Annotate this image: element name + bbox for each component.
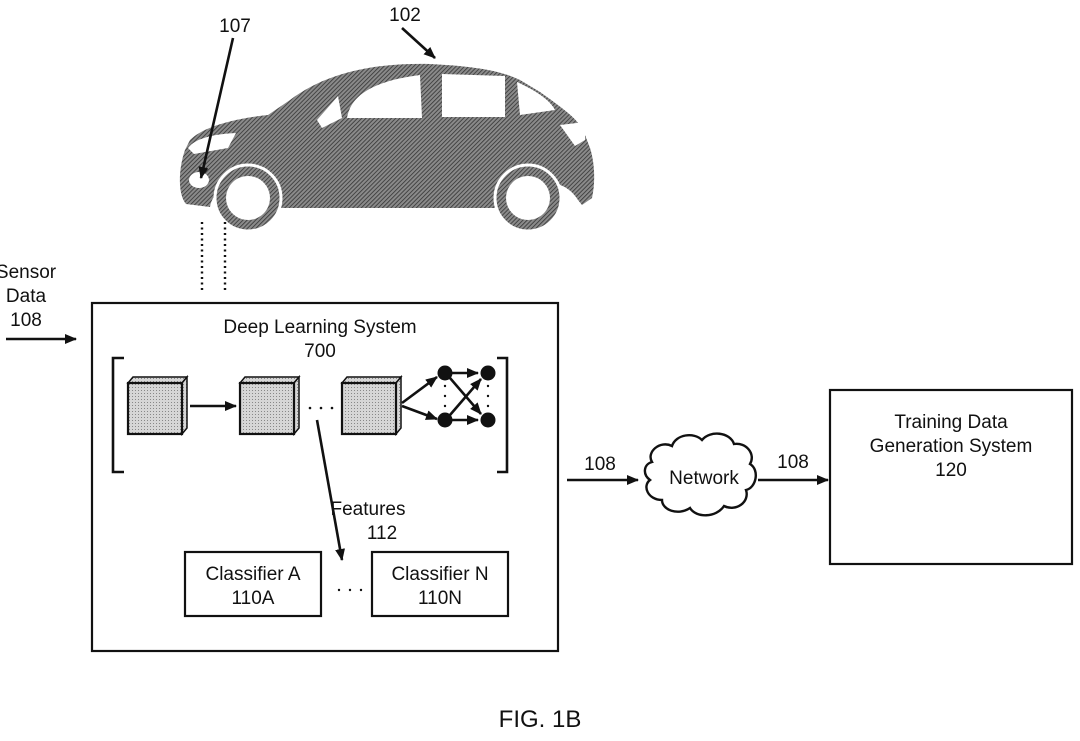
classifier-n-name: Classifier N — [391, 564, 488, 585]
sensor-ref-label: 107 — [219, 16, 251, 37]
sensor-data-label-1: Sensor — [0, 262, 57, 283]
car-tail-light — [560, 122, 585, 146]
neural-network-head — [401, 365, 496, 428]
bracket-right — [497, 356, 509, 474]
vehicle-ref-arrow — [401, 27, 436, 59]
classifier-a-ref: 110A — [232, 588, 275, 609]
car-window-rear — [517, 82, 555, 115]
sensor-data-ref: 108 — [10, 310, 42, 331]
layer-block-1 — [126, 374, 189, 437]
car-window-door-rear — [442, 74, 505, 117]
bracket-left — [111, 356, 124, 474]
network-out-ref: 108 — [777, 452, 809, 473]
training-data-system-box — [828, 388, 1074, 566]
nn-node-1b — [437, 412, 453, 428]
nn-node-2a — [480, 365, 496, 381]
layer-block-2 — [238, 374, 301, 437]
classifier-a-name: Classifier A — [205, 564, 300, 585]
classifier-n-ref: 110N — [418, 588, 462, 609]
car-window-door-front — [347, 75, 422, 118]
network-in-ref: 108 — [584, 454, 616, 475]
classifier-a-box — [183, 550, 323, 618]
dls-ref: 700 — [304, 341, 336, 362]
classifier-ellipsis — [337, 588, 363, 592]
vehicle — [179, 63, 595, 233]
classifier-n-box — [370, 550, 510, 618]
training-system-label-1: Training Data — [894, 412, 1008, 433]
figure-caption: FIG. 1B — [499, 706, 582, 733]
layer-ellipsis — [308, 406, 334, 410]
dls-title: Deep Learning System — [223, 317, 416, 338]
network-label: Network — [669, 468, 739, 489]
vehicle-ref-label: 102 — [389, 5, 421, 26]
car-headlight — [188, 133, 236, 154]
sensor-107 — [189, 172, 209, 188]
sensor-ref-arrow — [198, 37, 235, 179]
nn-node-2b — [480, 412, 496, 428]
layer-block-3 — [340, 374, 403, 437]
car-window-front — [317, 96, 342, 128]
features-arrow — [315, 419, 345, 561]
car-wheel-front-hub — [226, 176, 270, 220]
car-wheel-rear-hub — [506, 176, 550, 220]
cloud-icon — [643, 432, 757, 517]
training-system-ref: 120 — [935, 460, 967, 481]
features-label: Features — [331, 499, 406, 520]
features-ref: 112 — [367, 523, 397, 544]
training-system-label-2: Generation System — [870, 436, 1033, 457]
nn-node-1a — [437, 365, 453, 381]
sensor-data-label-2: Data — [6, 286, 47, 307]
